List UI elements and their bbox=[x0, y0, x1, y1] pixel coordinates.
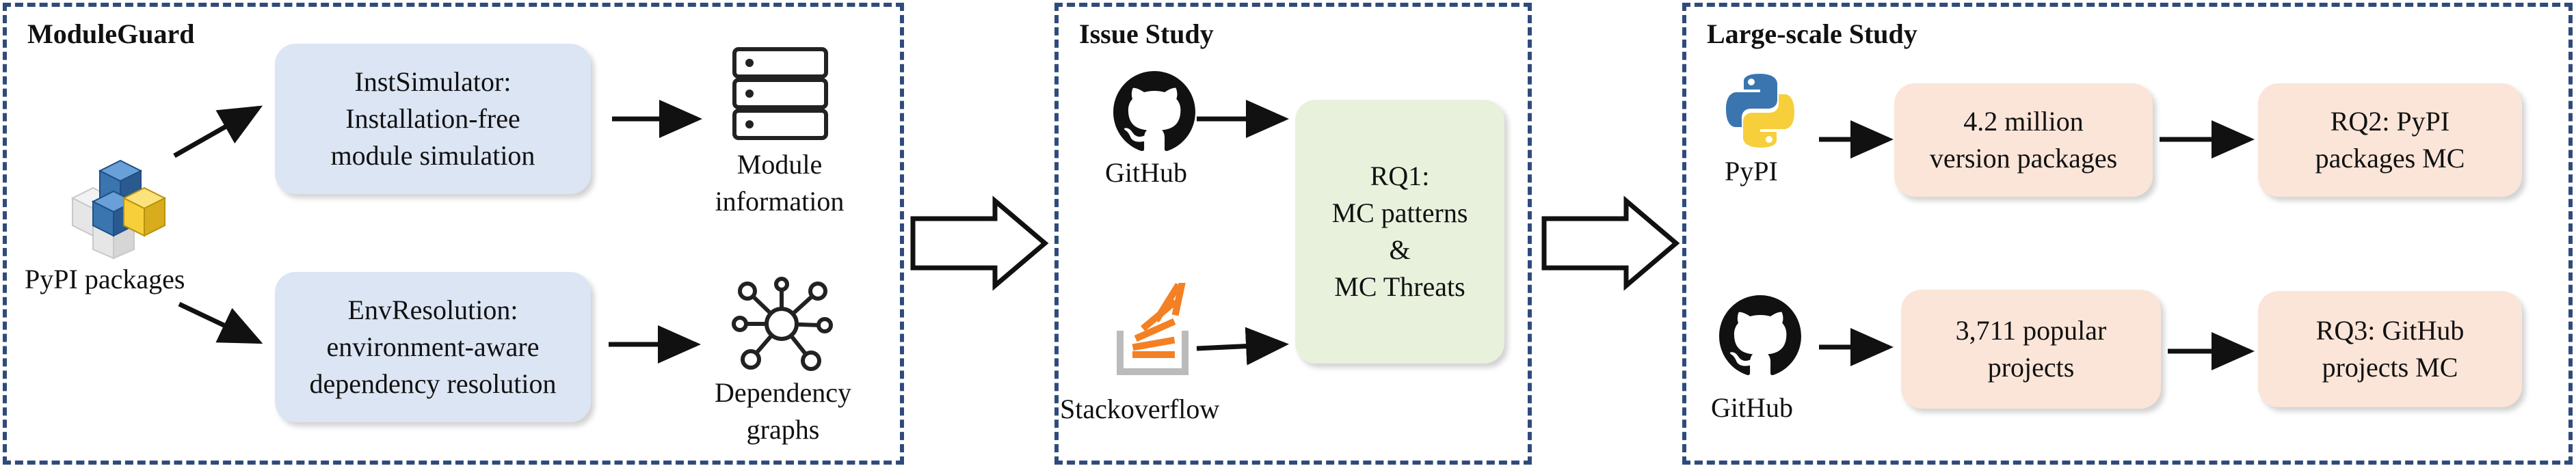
rq1-title: RQ1: bbox=[1370, 161, 1430, 191]
panel-issue-study bbox=[1054, 3, 1532, 465]
arrow-stackoverflow-to-rq1 bbox=[1196, 327, 1289, 366]
rq1-line-mc-threats: MC Threats bbox=[1334, 271, 1465, 302]
pypi-packages-icon bbox=[70, 159, 167, 260]
issue-stackoverflow-label: Stackoverflow bbox=[1060, 394, 1220, 424]
rq3-line1: RQ3: GitHub bbox=[2315, 315, 2465, 346]
projects-line2: projects bbox=[1987, 352, 2075, 383]
rq3-line2: projects MC bbox=[2322, 352, 2458, 383]
rq1-line-mc-patterns: MC patterns bbox=[1331, 197, 1468, 228]
github-icon bbox=[1719, 295, 1801, 376]
projects-line1: 3,711 popular bbox=[1955, 315, 2107, 346]
graph-network-icon bbox=[732, 277, 833, 371]
panel-moduleguard bbox=[3, 3, 904, 465]
versions-line2: version packages bbox=[1929, 143, 2118, 174]
large-github-label: GitHub bbox=[1711, 392, 1793, 423]
rq3-box: RQ3: GitHub projects MC bbox=[2258, 291, 2522, 407]
arrow-packages-to-envresolution bbox=[178, 301, 263, 344]
instsimulator-title: InstSimulator: bbox=[354, 66, 512, 97]
rq2-box: RQ2: PyPI packages MC bbox=[2258, 83, 2522, 197]
large-pypi-label: PyPI bbox=[1725, 156, 1778, 187]
python-icon bbox=[1726, 74, 1794, 148]
instsimulator-box: InstSimulator: Installation-free module … bbox=[275, 44, 591, 194]
projects-box: 3,711 popular projects bbox=[1901, 290, 2161, 409]
instsimulator-desc-2: module simulation bbox=[330, 140, 535, 171]
server-icon bbox=[732, 47, 828, 140]
module-info-line1: Module bbox=[736, 149, 823, 180]
panel-title-issue-study: Issue Study bbox=[1079, 18, 1214, 49]
panel-title-large-scale-study: Large-scale Study bbox=[1707, 18, 1917, 49]
issue-github-label: GitHub bbox=[1105, 157, 1187, 188]
arrow-packages-to-instsimulator bbox=[173, 105, 263, 159]
github-icon bbox=[1113, 71, 1195, 152]
dep-graphs-line1: Dependency bbox=[715, 377, 851, 408]
big-arrow-2 bbox=[1541, 195, 1680, 291]
big-arrow-1 bbox=[910, 195, 1049, 291]
versions-line1: 4.2 million bbox=[1963, 106, 2084, 137]
envresolution-title: EnvResolution: bbox=[347, 294, 518, 325]
rq1-line-ampersand: & bbox=[1389, 234, 1411, 265]
rq1-box: RQ1: MC patterns & MC Threats bbox=[1295, 100, 1504, 364]
rq2-line2: packages MC bbox=[2315, 143, 2465, 174]
envresolution-desc-1: environment-aware bbox=[326, 331, 540, 362]
rq2-line1: RQ2: PyPI bbox=[2330, 106, 2450, 137]
stackoverflow-icon bbox=[1117, 283, 1189, 375]
dep-graphs-label: Dependency graphs bbox=[704, 374, 862, 448]
versions-box: 4.2 million version packages bbox=[1894, 83, 2153, 197]
dep-graphs-line2: graphs bbox=[746, 414, 820, 445]
pypi-packages-label: PyPI packages bbox=[25, 264, 185, 294]
envresolution-box: EnvResolution: environment-aware depende… bbox=[275, 272, 591, 422]
panel-large-scale-study bbox=[1682, 3, 2573, 465]
module-info-line2: information bbox=[715, 186, 845, 217]
module-info-label: Module information bbox=[711, 146, 848, 220]
instsimulator-desc-1: Installation-free bbox=[345, 103, 520, 134]
envresolution-desc-2: dependency resolution bbox=[309, 368, 557, 399]
panel-title-moduleguard: ModuleGuard bbox=[27, 18, 195, 49]
